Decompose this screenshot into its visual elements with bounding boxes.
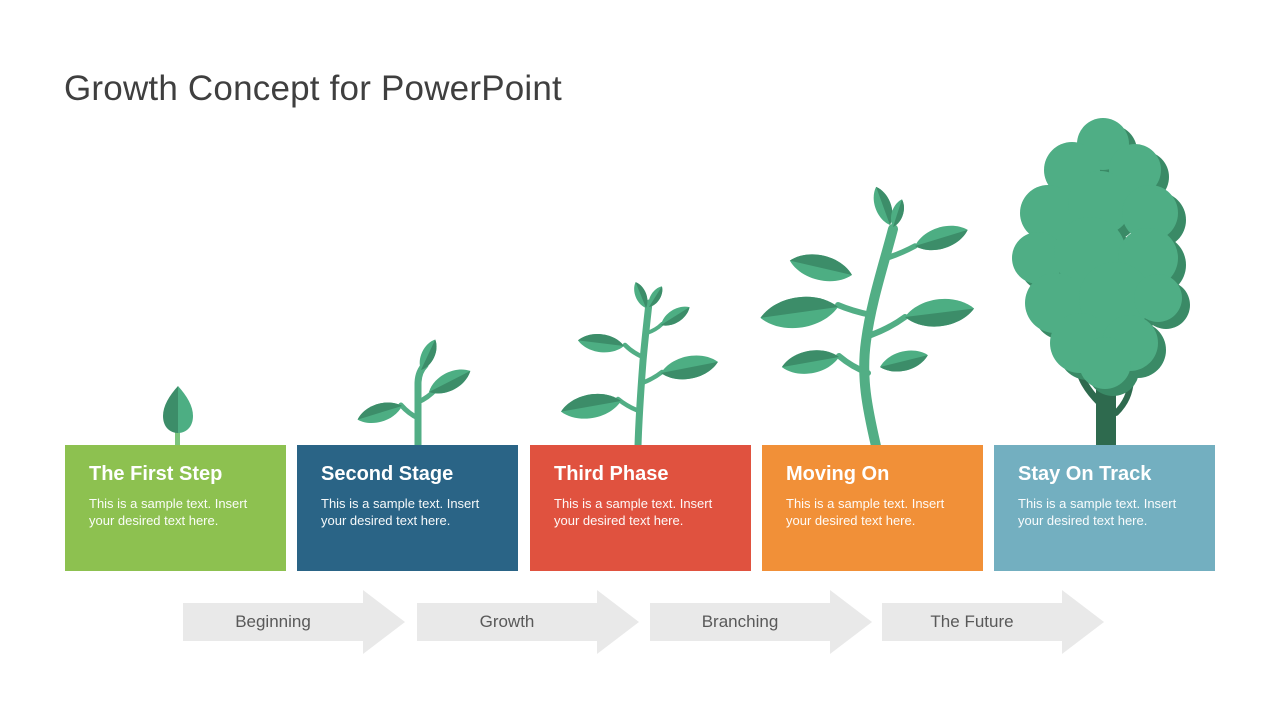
arrow-shape bbox=[417, 590, 639, 654]
stage-title: Third Phase bbox=[554, 463, 669, 485]
stage-body-text: This is a sample text. Insert your desir… bbox=[321, 496, 480, 528]
timeline-arrow-beginning: Beginning bbox=[183, 590, 405, 654]
arrow-label: The Future bbox=[930, 612, 1014, 631]
stage-body-text: This is a sample text. Insert your desir… bbox=[89, 496, 248, 528]
arrow-label: Growth bbox=[479, 612, 535, 631]
arrow-shape bbox=[183, 590, 405, 654]
seedling-icon bbox=[354, 336, 475, 450]
stage-title: Stay On Track bbox=[1018, 463, 1152, 485]
stage-box-first-step: The First Step This is a sample text. In… bbox=[65, 445, 286, 571]
leafy-plant-icon bbox=[740, 184, 980, 451]
stage-box-moving-on: Moving On This is a sample text. Insert … bbox=[762, 445, 983, 571]
timeline-arrow-growth: Growth bbox=[417, 590, 639, 654]
arrow-label: Beginning bbox=[235, 612, 311, 631]
tree-icon bbox=[1000, 108, 1215, 446]
arrow-shape bbox=[650, 590, 872, 654]
sprout-icon bbox=[158, 386, 198, 446]
stage-box-stay-on-track: Stay On Track This is a sample text. Ins… bbox=[994, 445, 1215, 571]
stage-body-text: This is a sample text. Insert your desir… bbox=[1018, 496, 1177, 528]
timeline-arrow-the-future: The Future bbox=[882, 590, 1104, 654]
stage-box-second-stage: Second Stage This is a sample text. Inse… bbox=[297, 445, 518, 571]
arrow-shape bbox=[882, 590, 1104, 654]
stage-box-third-phase: Third Phase This is a sample text. Inser… bbox=[530, 445, 751, 571]
arrow-label: Branching bbox=[701, 612, 779, 631]
stage-body-text: This is a sample text. Insert your desir… bbox=[786, 496, 945, 528]
timeline-arrow-branching: Branching bbox=[650, 590, 872, 654]
stage-title: Moving On bbox=[786, 463, 890, 485]
young-plant-icon bbox=[558, 280, 721, 450]
stage-title: Second Stage bbox=[321, 463, 454, 485]
page-title: Growth Concept for PowerPoint bbox=[64, 69, 562, 109]
stage-title: The First Step bbox=[89, 463, 223, 485]
stage-body-text: This is a sample text. Insert your desir… bbox=[554, 496, 713, 528]
